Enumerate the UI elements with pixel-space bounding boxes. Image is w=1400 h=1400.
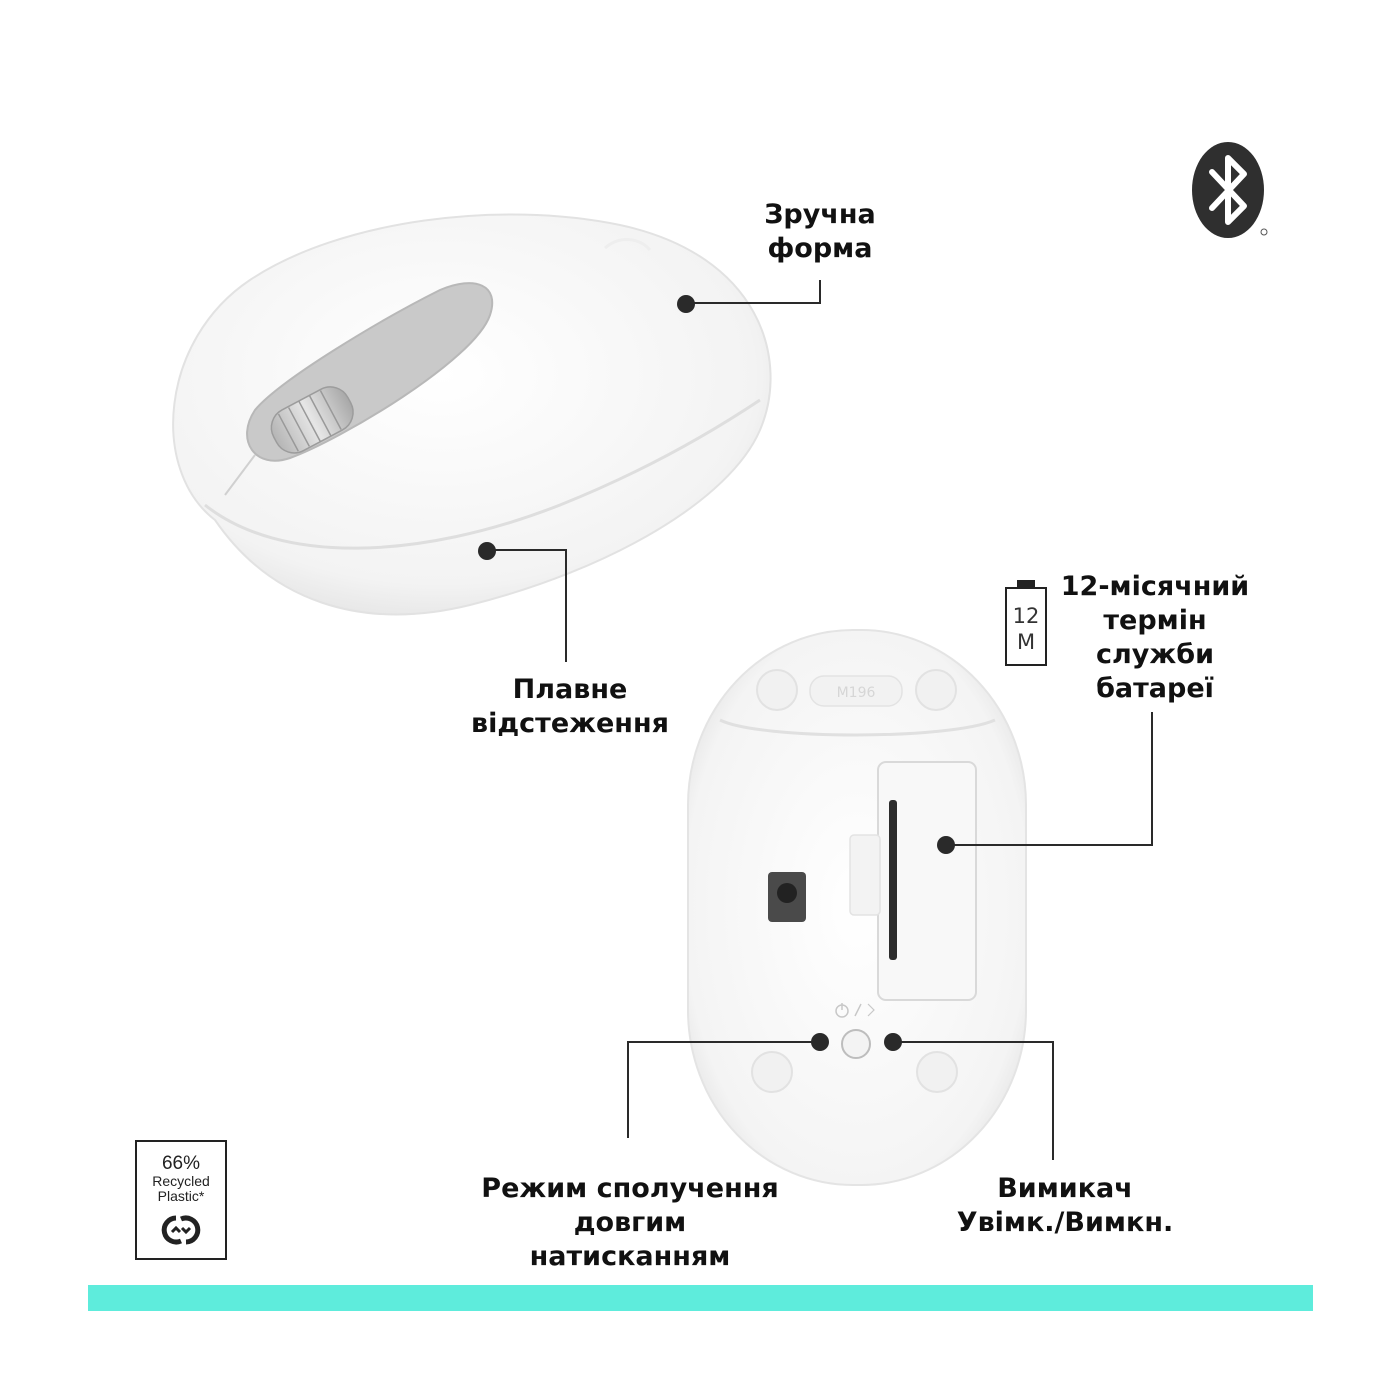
- battery-icon: 12 M: [1003, 578, 1049, 668]
- callout-shape-label: Зручна форма: [764, 199, 876, 264]
- power-pairing-button[interactable]: [841, 1029, 871, 1059]
- mouse-side-seam: [204, 398, 761, 550]
- recycled-percent: 66%: [161, 1153, 201, 1174]
- bottom-top-ledge: [719, 718, 996, 737]
- callout-line-power: [894, 1041, 1054, 1160]
- sensor-lens: [777, 883, 797, 903]
- scroll-wheel: [270, 386, 354, 454]
- callout-lines: [487, 280, 1153, 1160]
- callout-dot-battery: [937, 836, 955, 854]
- callout-pairing-label: Режим сполучення довгим натисканням: [481, 1173, 779, 1272]
- callout-line-tracking: [487, 549, 567, 662]
- callout-dots: [478, 295, 955, 1051]
- recycle-icon: [161, 1215, 201, 1245]
- recycled-line1: Recycled: [152, 1173, 210, 1189]
- callout-dot-tracking: [478, 542, 496, 560]
- foot-bottom-left: [751, 1051, 793, 1093]
- battery-unit: M: [1016, 630, 1036, 654]
- callout-line-shape: [690, 280, 821, 304]
- mouse-top-view: [172, 213, 772, 616]
- foot-bottom-right: [916, 1051, 958, 1093]
- callout-dot-power: [884, 1033, 902, 1051]
- mouse-button-split: [224, 454, 256, 496]
- callout-line-pairing: [627, 1041, 818, 1138]
- foot-top-right: [915, 669, 957, 711]
- battery-value: 12: [1012, 604, 1040, 628]
- callout-line-battery: [948, 712, 1153, 846]
- recycled-line2: Plastic*: [157, 1188, 205, 1204]
- battery-tab: [849, 834, 881, 916]
- logo-mark: [604, 238, 652, 252]
- mouse-bottom-view: M196: [687, 629, 1027, 1186]
- bluetooth-icon: [1190, 140, 1270, 240]
- mouse-top-shell: [172, 213, 772, 616]
- callout-dot-pairing: [811, 1033, 829, 1051]
- recycled-plastic-badge: 66% Recycled Plastic*: [135, 1140, 227, 1260]
- accent-bar: [88, 1285, 1313, 1311]
- callout-dot-shape: [677, 295, 695, 313]
- model-plate: [809, 675, 903, 707]
- power-icon: [835, 1003, 875, 1018]
- foot-top-left: [756, 669, 798, 711]
- callout-tracking-label: Плавне відстеження: [471, 674, 669, 739]
- callout-power-label: Вимикач Увімк./Вимкн.: [956, 1173, 1174, 1238]
- callout-battery-label: 12-місячний термін служби батареї: [1060, 571, 1250, 704]
- model-number: M196: [837, 685, 876, 701]
- battery-slot: [889, 800, 897, 960]
